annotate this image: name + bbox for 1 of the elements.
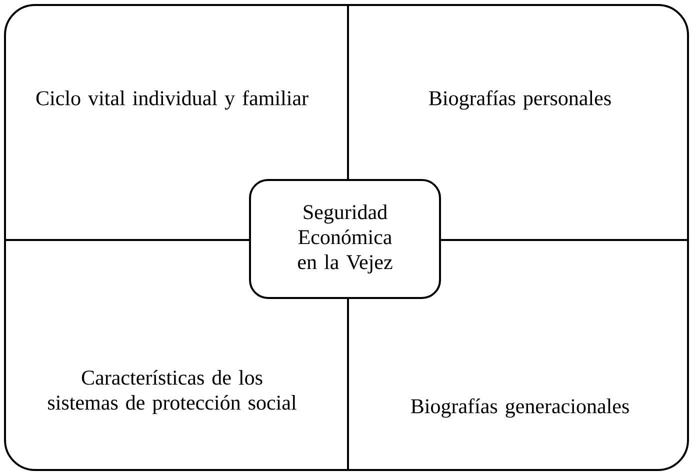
central-box: Seguridad Económica en la Vejez: [249, 179, 441, 299]
